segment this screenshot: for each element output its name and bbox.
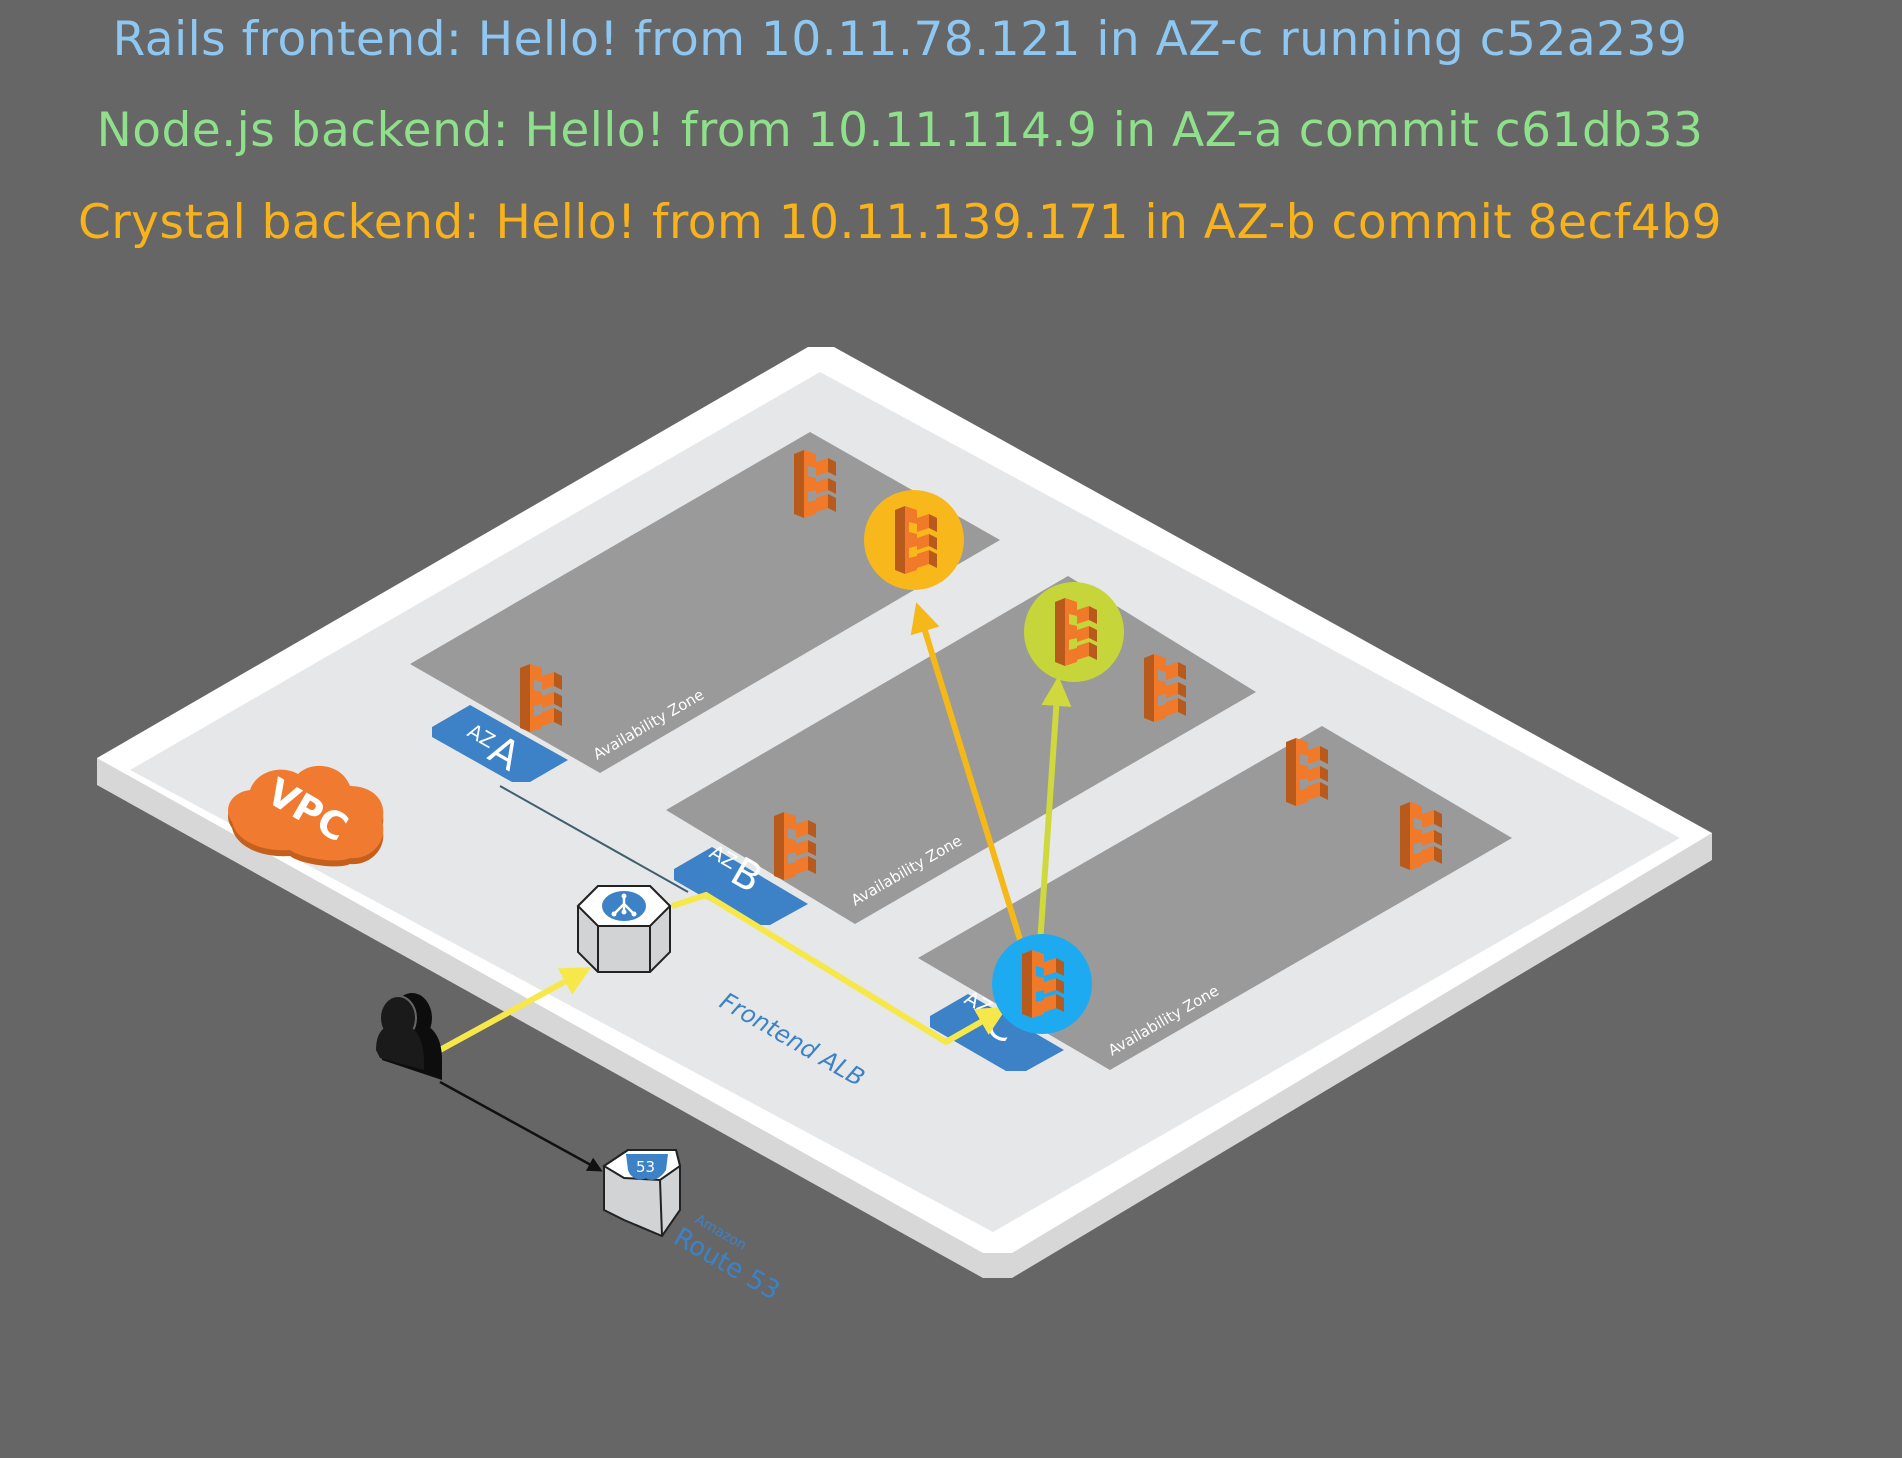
route53-badge: 53 (636, 1158, 655, 1176)
nodejs-backend-status: Node.js backend: Hello! from 10.11.114.9… (96, 103, 1704, 158)
route53-shield-icon: 53 (602, 1149, 682, 1238)
vpc-cloud-icon: VPC (228, 765, 384, 867)
users-icon (376, 993, 442, 1080)
az-b-badge: AZ B (674, 840, 808, 925)
ecs-cluster-icon (520, 664, 562, 732)
ecs-cluster-icon (1144, 654, 1186, 722)
az-a-to-b-link (499, 785, 689, 893)
ecs-cluster-icon (1055, 598, 1097, 666)
load-balancer-icon (576, 885, 672, 973)
crystal-backend-status: Crystal backend: Hello! from 10.11.139.1… (78, 195, 1722, 250)
ecs-cluster-icon (1286, 738, 1328, 806)
ecs-cluster-icon (794, 450, 836, 518)
rails-frontend-task (992, 934, 1092, 1034)
ecs-cluster-icon (895, 506, 937, 574)
rails-to-crystal-arrow (910, 602, 1025, 947)
alb-to-rails-route (671, 891, 1008, 1046)
ecs-cluster-icon (1022, 950, 1064, 1018)
ecs-cluster-icon (1400, 802, 1442, 870)
ecs-cluster-icon (774, 812, 816, 880)
nodejs-backend-task (1024, 582, 1124, 682)
rails-to-node-arrow (1037, 676, 1072, 945)
user-to-route53-arrow (439, 1080, 603, 1172)
crystal-backend-task (864, 490, 964, 590)
user-to-alb-arrow (438, 967, 592, 1053)
rails-frontend-status: Rails frontend: Hello! from 10.11.78.121… (112, 12, 1688, 67)
